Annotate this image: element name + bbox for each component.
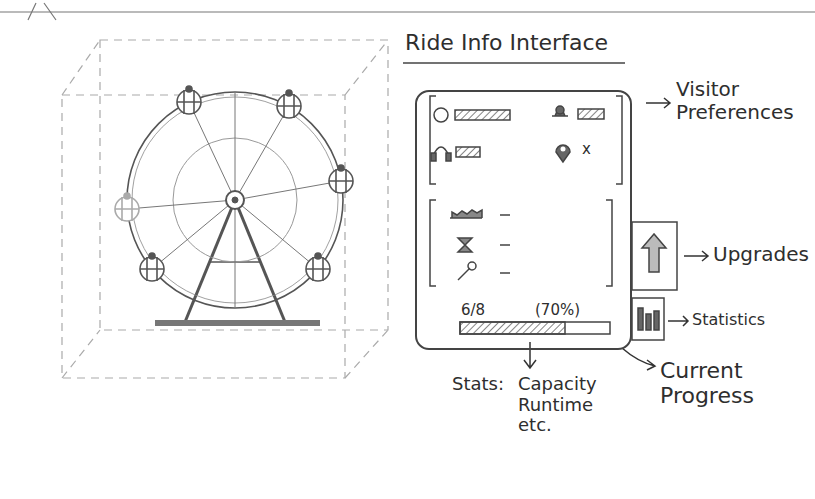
annotation-text: Visitor Preferences <box>676 78 808 124</box>
cross-mark: x <box>582 141 591 158</box>
ferris-wheel <box>115 86 353 326</box>
panel-icons <box>430 96 622 334</box>
progress-text: (70%) <box>535 301 580 319</box>
annotation-text: Current Progress <box>660 358 800 409</box>
annotation-text: Upgrades <box>713 243 809 266</box>
dashed-cube <box>62 40 388 378</box>
interface-title: Ride Info Interface <box>405 30 608 55</box>
annotation-text: Stats: <box>452 374 504 395</box>
title-underline <box>403 62 625 63</box>
annotation-text: Capacity Runtime etc. <box>518 374 606 436</box>
progress-text: 6/8 <box>461 301 485 319</box>
page-rule <box>0 3 815 20</box>
annotation-arrows <box>524 98 708 370</box>
annotation-text: Statistics <box>692 311 765 329</box>
ride-info-panel: 6/8 (70%) <box>415 90 632 350</box>
side-tabs <box>632 222 677 340</box>
